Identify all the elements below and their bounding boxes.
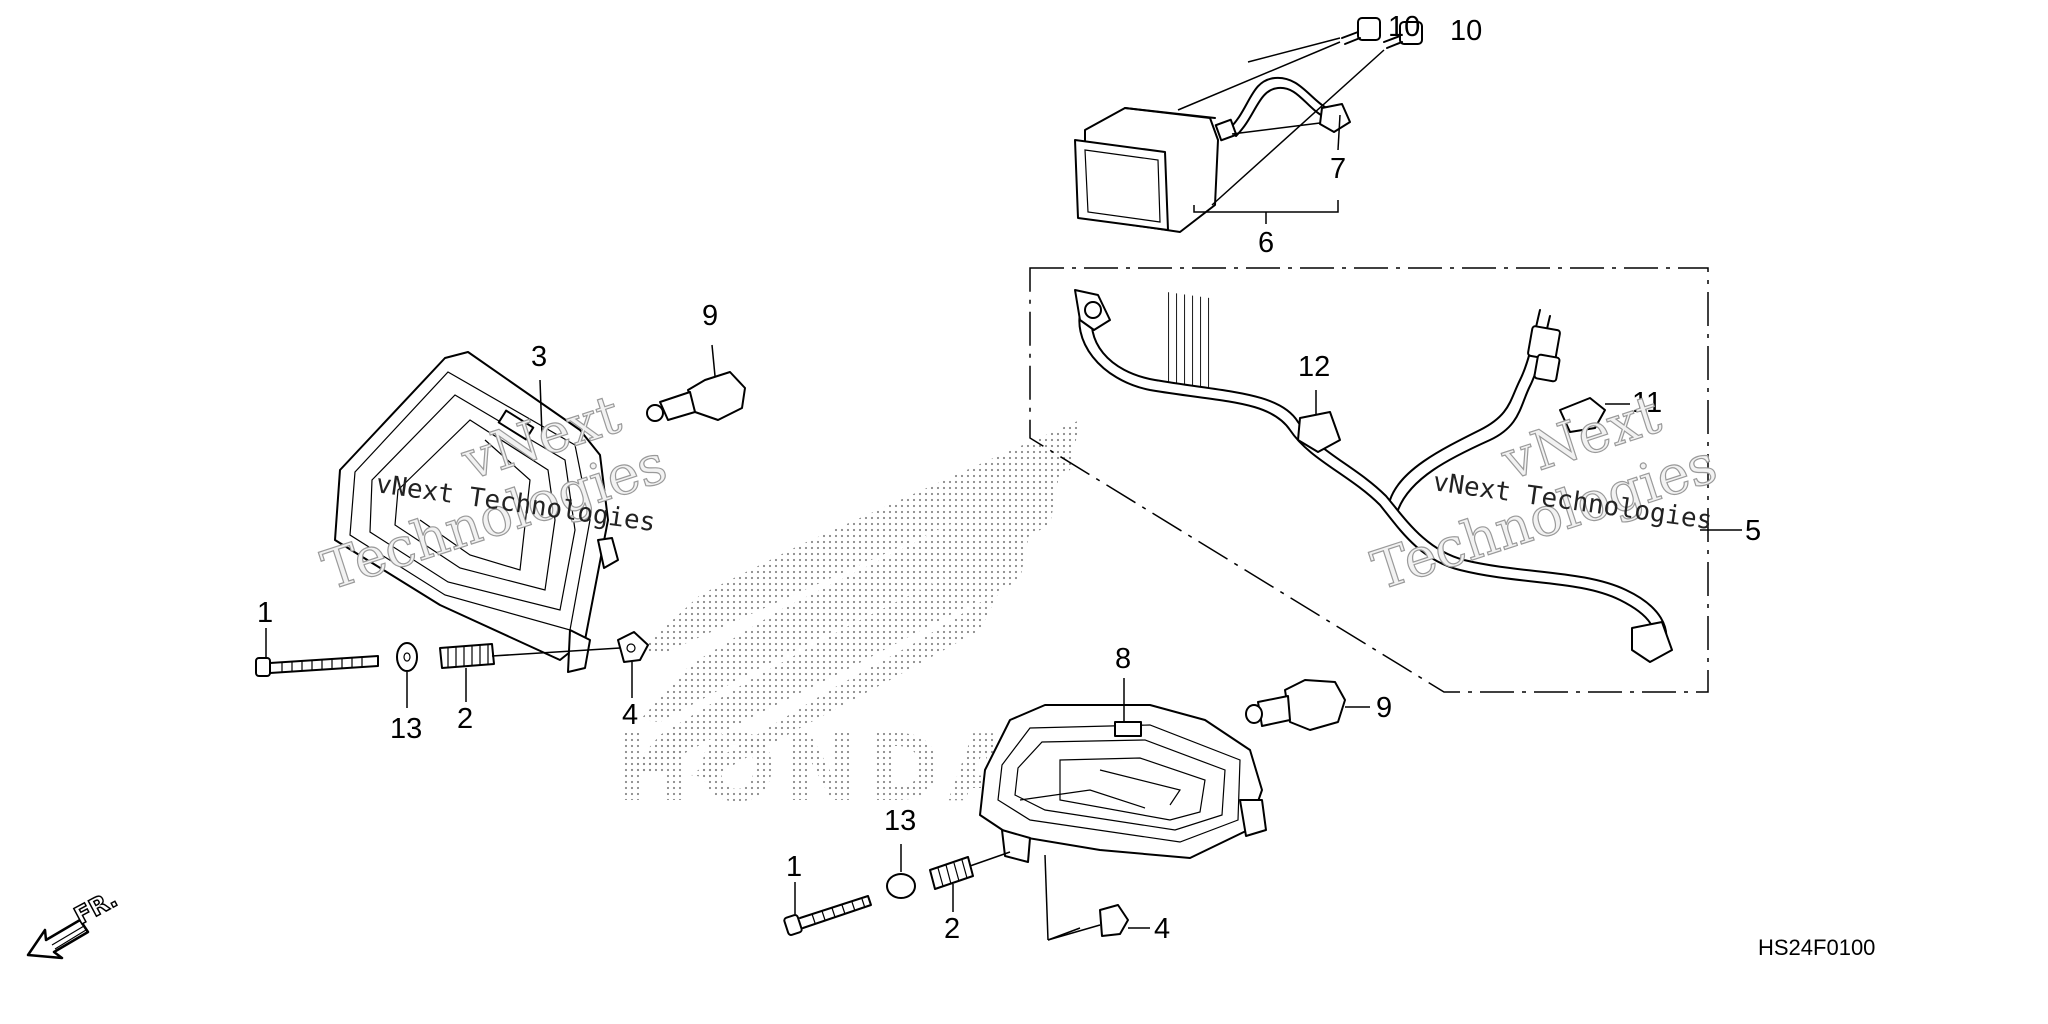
diagram-code: HS24F0100 — [1758, 935, 1875, 960]
callout-1-lower: 1 — [786, 851, 802, 883]
main-harness — [1074, 289, 1742, 663]
bolt-10-right — [1383, 21, 1423, 49]
honda-wing-watermark: HONDA — [615, 420, 1080, 822]
callout-10-right: 10 — [1450, 15, 1482, 47]
callout-5: 5 — [1745, 515, 1761, 547]
callout-labels: 1 1 2 2 3 4 4 5 6 7 8 9 9 10 10 11 12 13… — [257, 11, 1761, 945]
callout-11: 11 — [1632, 387, 1662, 419]
callout-4-upper: 4 — [622, 699, 638, 731]
callout-6: 6 — [1258, 227, 1274, 259]
callout-2-lower: 2 — [944, 913, 960, 945]
callout-10-left: 10 — [1388, 11, 1420, 43]
fastener-set-upper — [255, 628, 649, 708]
bolt-10-left — [1341, 17, 1381, 45]
callout-9-lower: 9 — [1376, 692, 1392, 724]
callout-3: 3 — [531, 341, 547, 373]
fastener-set-lower — [783, 844, 1150, 941]
headlight-lower — [979, 678, 1267, 863]
callout-8: 8 — [1115, 643, 1131, 675]
callout-9-upper: 9 — [702, 300, 718, 332]
bulb-lower — [1245, 679, 1370, 731]
callout-13-upper: 13 — [390, 713, 422, 745]
honda-brand-watermark: HONDA — [615, 715, 1025, 822]
callout-7: 7 — [1330, 153, 1346, 185]
callout-1-upper: 1 — [257, 597, 273, 629]
front-direction-arrow-icon: FR. — [26, 884, 123, 960]
callout-12: 12 — [1298, 351, 1330, 383]
bulb-upper — [646, 344, 746, 422]
callout-13-lower: 13 — [884, 805, 916, 837]
callout-4-lower: 4 — [1154, 913, 1170, 945]
watermark-right: vNext Technologies vNext Technologies — [1364, 382, 1725, 603]
callout-2-upper: 2 — [457, 703, 473, 735]
headlight-upper-left — [334, 351, 619, 673]
harness-box — [1029, 267, 1709, 693]
regulator-assembly — [1074, 17, 1423, 389]
